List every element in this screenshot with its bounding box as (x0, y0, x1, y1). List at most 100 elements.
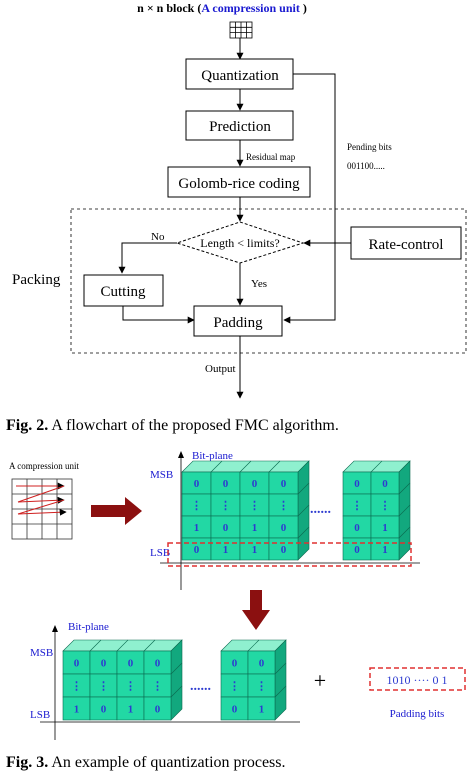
bottom-right-bitplane-cell-value: ⋮ (256, 681, 267, 693)
top-bitplane-cell-value: 1 (252, 522, 258, 534)
bottom-bitplane-cell (143, 696, 172, 721)
prediction-label: Prediction (209, 119, 271, 135)
bottom-bitplane-cell-value: 1 (74, 704, 80, 716)
rate-control-label: Rate-control (369, 237, 444, 253)
bottom-bitplane-cell-value: 0 (155, 658, 161, 670)
top-bitplane-cell-value: 0 (281, 478, 287, 490)
compression-unit-label: A compression unit (9, 461, 79, 471)
top-bitplane-cell-value: 0 (281, 522, 287, 534)
top-bitplane-cell-value: 1 (223, 544, 229, 556)
msb-label-top: MSB (150, 469, 173, 481)
bottom-bitplane-side-edge (170, 685, 183, 698)
bottom-bitplane-top-edge (143, 639, 156, 652)
top-right-bitplane-cell-value: 0 (354, 478, 360, 490)
padding-bits-value: 1010 ···· 0 1 (387, 673, 448, 687)
bottom-right-bitplane-cell-value: 0 (259, 658, 265, 670)
top-bitplane-side-edge (297, 526, 310, 539)
top-bitplane-cell-value: 0 (281, 544, 287, 556)
bottom-bitplane-cell-value: ⋮ (98, 681, 109, 693)
golomb-box (167, 166, 311, 198)
top-right-bitplane-cell-value: ⋮ (352, 500, 363, 512)
bottom-bitplane-cell-value: ⋮ (125, 681, 136, 693)
bottom-right-bitplane-cell-value: 0 (232, 704, 238, 716)
bottom-right-bitplane-cell-value: 1 (259, 704, 265, 716)
residual-map-label: Residual map (246, 152, 296, 162)
top-right-bitplane-cell-value: 0 (382, 478, 388, 490)
padding-bits-label: Padding bits (390, 708, 445, 720)
top-bitplane-top-edge (239, 460, 252, 473)
bottom-bitplane-cell-value: 0 (155, 704, 161, 716)
top-bitplane-cell-value: ⋮ (249, 500, 260, 512)
right-arrow-icon (91, 497, 142, 525)
padding-box (193, 305, 283, 337)
msb-label-bottom: MSB (30, 647, 53, 659)
top-bitplane-cell-value: 0 (252, 478, 258, 490)
bottom-bitplane-cell-value: 0 (74, 658, 80, 670)
lsb-highlight (167, 542, 412, 567)
pending-bits-value: 001100..... (347, 161, 385, 171)
bottom-bitplane-cell-value: 0 (128, 658, 134, 670)
fig2-caption-text: A flowchart of the proposed FMC algorith… (51, 417, 339, 434)
scan-order-arrows (16, 482, 67, 516)
bottom-bitplane-cell-value: 0 (101, 658, 107, 670)
top-bitplane-cell-value: 1 (194, 522, 200, 534)
plus-sign: + (314, 668, 326, 693)
fig2-caption: Fig. 2. A flowchart of the proposed FMC … (6, 417, 339, 435)
top-bitplane-side-edge (297, 482, 310, 495)
fig3-caption-text: An example of quantization process. (51, 754, 286, 771)
top-bitplane-cell-value: ⋮ (278, 500, 289, 512)
bottom-axes (40, 625, 300, 740)
pending-bits-label: Pending bits (347, 142, 392, 152)
bottom-right-bitplane-cell-value: ⋮ (229, 681, 240, 693)
bottom-bitplane-top-edge (116, 639, 129, 652)
compression-unit-grid (11, 478, 73, 540)
bottom-bitplane-top-edge (89, 639, 102, 652)
bottom-right-bitplane-side-edge (274, 685, 287, 698)
top-right-bitplane-cell-value: 0 (354, 544, 360, 556)
prediction-box (185, 110, 294, 141)
down-arrow-icon (242, 590, 270, 630)
bottom-bitplane-side-face (170, 639, 183, 721)
grid-block-icon (229, 21, 253, 39)
lsb-label-bottom: LSB (30, 709, 50, 721)
top-right-bitplane-side-edge (398, 526, 411, 539)
top-right-bitplane-side-edge (398, 482, 411, 495)
fig3-caption: Fig. 3. An example of quantization proce… (6, 754, 286, 772)
no-label: No (151, 231, 165, 243)
bottom-right-bitplane-cell (247, 696, 276, 721)
decision-label: Length < limits? (200, 236, 279, 250)
top-right-bitplane-cell-value: ⋮ (380, 500, 391, 512)
top-bitplane-top-edge (268, 460, 281, 473)
quantization-box (185, 58, 294, 90)
top-bitplane-cell-value: 0 (194, 478, 200, 490)
top-bitplane-side-edge (297, 504, 310, 517)
top-bitplane-cell-value: 0 (223, 522, 229, 534)
padding-label: Padding (213, 315, 263, 331)
bit-plane-label-top: Bit-plane (192, 450, 233, 462)
golomb-label: Golomb-rice coding (178, 176, 300, 192)
bottom-right-bitplane-side-face (274, 639, 287, 721)
top-right-bitplane-top-edge (370, 460, 383, 473)
lsb-label-top: LSB (150, 547, 170, 559)
bottom-right-bitplane-cell-value: 0 (232, 658, 238, 670)
top-bitplane-cell-value: 0 (223, 478, 229, 490)
top-right-bitplane-side-edge (398, 504, 411, 517)
top-bitplane-top-edge (210, 460, 223, 473)
bottom-bitplane-cell-value: 1 (128, 704, 134, 716)
bottom-bitplane-cell-value: ⋮ (71, 681, 82, 693)
top-ellipsis: ...... (310, 502, 331, 517)
block-label: n × n block (A compression unit ) (137, 1, 307, 15)
fig3-caption-label: Fig. 3. (6, 754, 49, 771)
top-bitplane-cell-value: ⋮ (220, 500, 231, 512)
bottom-right-bitplane-cubes: 0 0 ⋮ ⋮ 0 1 (220, 639, 287, 721)
bottom-right-bitplane-top-edge (247, 639, 260, 652)
top-right-bitplane-cell-value: 0 (354, 522, 360, 534)
cutting-label: Cutting (100, 284, 146, 300)
packing-label: Packing (12, 272, 61, 288)
top-axes (160, 451, 420, 590)
